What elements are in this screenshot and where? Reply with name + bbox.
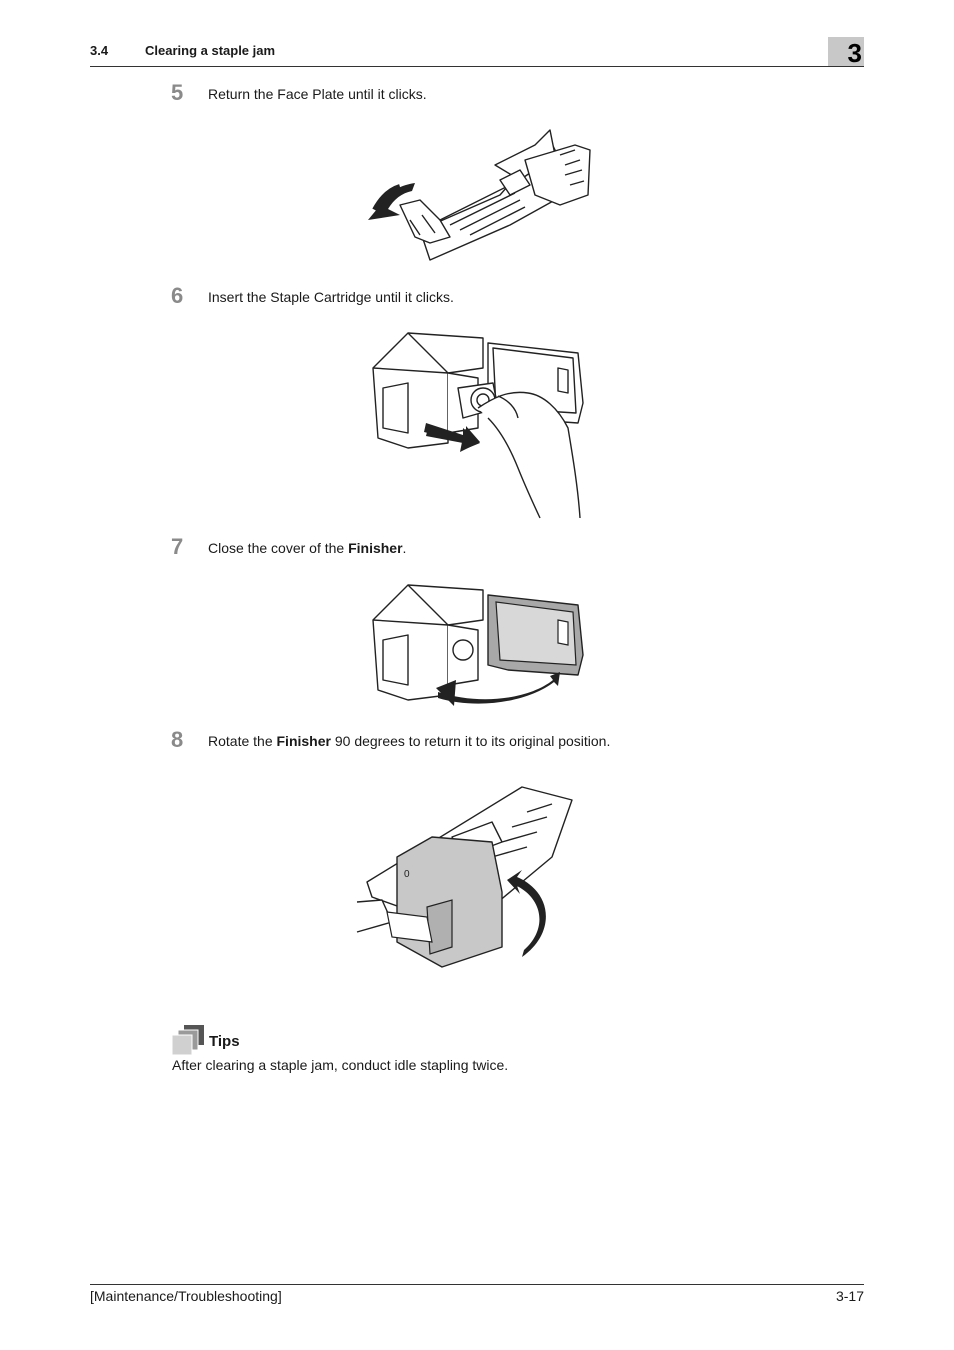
step-text: Close the cover of the Finisher. (208, 540, 407, 556)
step-number: 5 (171, 80, 184, 105)
tips-icon (171, 1025, 206, 1060)
finisher-mark: 0 (404, 869, 410, 880)
step-text: Return the Face Plate until it clicks. (208, 86, 427, 102)
step-number: 6 (171, 283, 184, 308)
section-number: 3.4 (90, 43, 109, 58)
page-number: 3-17 (835, 1288, 864, 1304)
page-footer: [Maintenance/Troubleshooting] 3-17 (90, 1284, 864, 1304)
step-number: 8 (171, 727, 184, 752)
chapter-badge: 3 (828, 37, 864, 68)
step-number: 7 (171, 534, 184, 559)
close-cover-illustration (368, 580, 588, 710)
footer-manual-title: [Maintenance/Troubleshooting] (90, 1288, 282, 1304)
rotate-finisher-illustration: 0 (352, 782, 582, 972)
step-text: Rotate the Finisher 90 degrees to return… (208, 733, 611, 749)
staple-cartridge-illustration (368, 328, 588, 520)
page-header: 3.4 Clearing a staple jam (90, 40, 864, 67)
face-plate-illustration (360, 125, 595, 265)
tips-heading: Tips (209, 1033, 240, 1050)
section-title: Clearing a staple jam (145, 43, 276, 58)
step-text: Insert the Staple Cartridge until it cli… (208, 289, 454, 305)
tips-text: After clearing a staple jam, conduct idl… (172, 1057, 509, 1073)
